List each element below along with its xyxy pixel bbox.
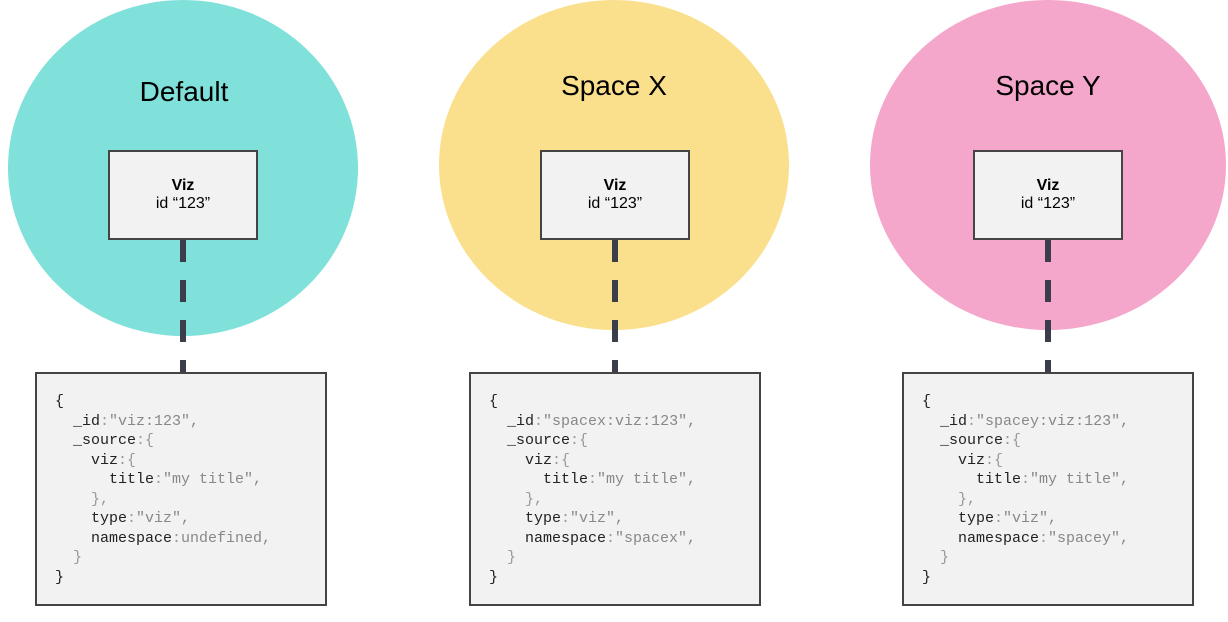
brace-open: { [922, 393, 932, 410]
dashed-connector [612, 240, 618, 372]
space-title: Space Y [995, 70, 1101, 101]
json-document: { _id:"spacey:viz:123", _source:{ viz:{ … [902, 372, 1194, 606]
space-title: Default [139, 76, 229, 107]
source-key: _source [940, 432, 1004, 449]
type-value: "viz", [136, 510, 191, 527]
type-value: "viz", [570, 510, 625, 527]
type-key: type [525, 510, 562, 527]
namespace-value: undefined, [181, 529, 272, 547]
viz-title: Viz [603, 177, 627, 194]
dashed-connector [180, 240, 186, 372]
json-document: { _id:"viz:123", _source:{ viz:{ title:"… [35, 372, 327, 606]
type-value: "viz", [1003, 510, 1058, 527]
id-value: "spacex:viz:123", [543, 412, 697, 430]
viz-title: Viz [171, 177, 195, 194]
brace-close: } [489, 568, 499, 586]
brace-close: } [922, 568, 932, 586]
namespace-key: namespace [958, 529, 1040, 547]
id-key: _id [73, 412, 101, 430]
id-value: "viz:123", [109, 412, 200, 430]
space-panel-default: Default Viz id “123” { _id:"viz:123", _s… [0, 0, 380, 622]
id-value: "spacey:viz:123", [976, 412, 1130, 430]
brace-open: { [489, 393, 499, 410]
source-key: _source [73, 432, 137, 449]
type-key: type [958, 510, 995, 527]
viz-box: Viz id “123” [108, 150, 258, 240]
viz-box: Viz id “123” [540, 150, 690, 240]
viz-title: Viz [1036, 177, 1060, 194]
title-value: "my title", [1030, 471, 1130, 488]
viz-key: viz [525, 451, 553, 469]
brace-open: { [55, 393, 65, 410]
viz-box: Viz id “123” [973, 150, 1123, 240]
type-key: type [91, 510, 128, 527]
id-key: _id [507, 412, 535, 430]
viz-key: viz [91, 451, 119, 469]
brace-close: } [55, 568, 65, 586]
json-document: { _id:"spacex:viz:123", _source:{ viz:{ … [469, 372, 761, 606]
viz-key: viz [958, 451, 986, 469]
title-value: "my title", [163, 471, 263, 488]
source-key: _source [507, 432, 571, 449]
space-title: Space X [561, 70, 667, 101]
title-key: title [109, 471, 155, 488]
title-key: title [543, 471, 589, 488]
namespace-key: namespace [525, 529, 607, 547]
id-key: _id [940, 412, 968, 430]
title-value: "my title", [597, 471, 697, 488]
namespace-value: "spacey", [1048, 529, 1130, 547]
space-panel-spacex: Space X Viz id “123” { _id:"spacex:viz:1… [434, 0, 814, 622]
title-key: title [976, 471, 1022, 488]
space-panel-spacey: Space Y Viz id “123” { _id:"spacey:viz:1… [868, 0, 1228, 622]
viz-id: id “123” [587, 195, 643, 212]
namespace-value: "spacex", [615, 529, 697, 547]
viz-id: id “123” [1020, 195, 1076, 212]
namespace-key: namespace [91, 529, 173, 547]
dashed-connector [1045, 240, 1051, 372]
viz-id: id “123” [155, 195, 211, 212]
